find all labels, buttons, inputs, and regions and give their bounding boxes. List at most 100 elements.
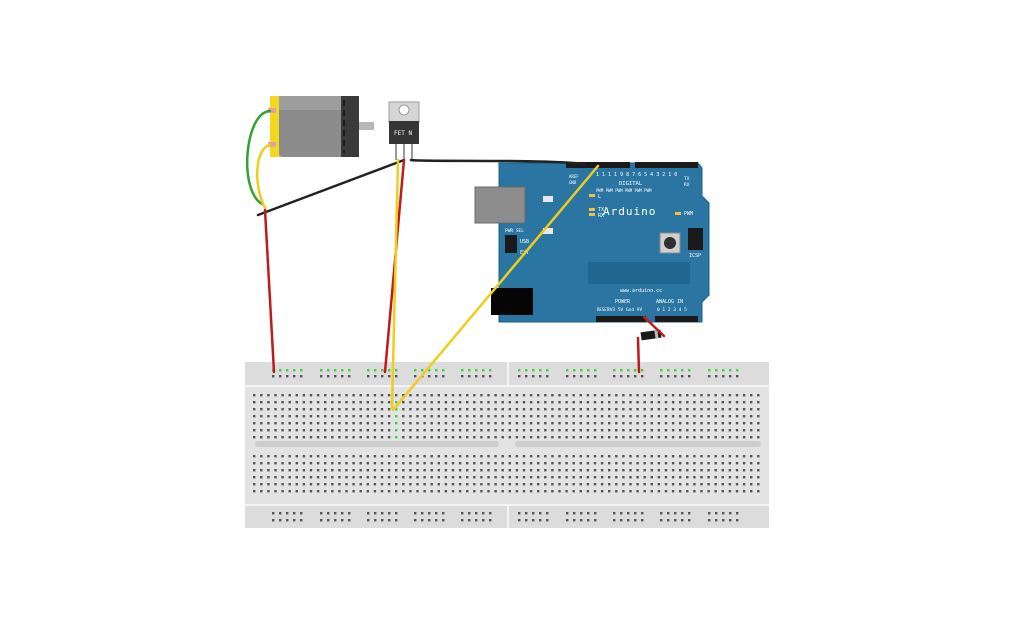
terminal-hole (565, 455, 568, 458)
terminal-hole (345, 415, 348, 418)
terminal-hole (253, 490, 256, 493)
rail-hole (674, 369, 677, 372)
terminal-hole (387, 462, 391, 465)
terminal-hole (593, 401, 597, 404)
terminal-hole (281, 476, 284, 479)
terminal-hole (537, 462, 540, 465)
terminal-hole (359, 394, 362, 397)
rail-hole (525, 512, 528, 515)
terminal-hole (593, 469, 597, 472)
terminal-hole (600, 429, 604, 432)
terminal-hole (366, 483, 369, 486)
led-rx-label: RX (598, 213, 604, 219)
wires (245, 109, 666, 412)
tx-pin-label: TX (684, 176, 690, 182)
terminal-hole (714, 476, 717, 479)
terminal-hole (572, 483, 575, 486)
terminal-hole (295, 483, 298, 486)
terminal-hole (395, 462, 398, 465)
terminal-hole (416, 408, 419, 411)
terminal-hole (316, 469, 320, 472)
terminal-hole (671, 483, 675, 486)
terminal-hole (551, 436, 554, 439)
terminal-hole (487, 394, 490, 397)
terminal-hole (707, 429, 710, 432)
terminal-hole (444, 415, 448, 418)
rail-hole (518, 369, 521, 372)
rail-hole (525, 369, 528, 372)
rail-hole (594, 369, 597, 372)
terminal-hole (466, 490, 469, 493)
terminal-hole (686, 469, 689, 472)
terminal-hole (750, 455, 753, 458)
terminal-hole (437, 401, 440, 404)
atmega-chip (588, 262, 690, 284)
rail-hole (587, 519, 590, 522)
rail-hole (461, 519, 464, 522)
rail-hole (627, 519, 630, 522)
terminal-hole (515, 462, 519, 465)
terminal-hole (366, 469, 369, 472)
rail-hole (573, 512, 576, 515)
terminal-hole (679, 469, 682, 472)
terminal-hole (281, 401, 284, 404)
terminal-hole (686, 401, 689, 404)
terminal-hole (345, 401, 348, 404)
terminal-hole (380, 401, 384, 404)
terminal-hole (565, 462, 568, 465)
terminal-hole (650, 462, 653, 465)
terminal-hole (338, 408, 341, 411)
rail-hole (641, 519, 644, 522)
terminal-hole (253, 401, 256, 404)
icsp-label: ICSP (689, 253, 701, 259)
rail-hole (320, 375, 323, 378)
terminal-hole (572, 462, 575, 465)
terminal-hole (586, 415, 590, 418)
terminal-hole (260, 490, 263, 493)
terminal-hole (558, 429, 561, 432)
rail-hole (620, 519, 623, 522)
rail-hole (620, 369, 623, 372)
terminal-hole (686, 415, 689, 418)
terminal-hole (636, 408, 639, 411)
terminal-hole (664, 422, 668, 425)
rail-hole (715, 512, 718, 515)
terminal-hole (586, 436, 590, 439)
pwm-led-label: PWM (684, 211, 693, 217)
terminal-hole (444, 394, 448, 397)
terminal-hole (707, 408, 710, 411)
terminal-hole (615, 408, 618, 411)
terminal-hole (586, 408, 590, 411)
terminal-hole (352, 436, 355, 439)
terminal-hole (487, 429, 490, 432)
terminal-hole (267, 490, 270, 493)
terminal-hole (579, 401, 582, 404)
rail-hole (327, 369, 330, 372)
terminal-hole (586, 483, 590, 486)
terminal-hole (629, 408, 632, 411)
terminal-hole (537, 455, 540, 458)
terminal-hole (359, 469, 362, 472)
analog-pins-label: 0 1 2 3 4 5 (657, 307, 687, 313)
terminal-hole (629, 490, 632, 493)
terminal-hole (593, 422, 597, 425)
rail-hole (468, 369, 471, 372)
terminal-hole (409, 483, 412, 486)
terminal-hole (600, 422, 604, 425)
terminal-hole (664, 401, 668, 404)
power-label: POWER (615, 299, 631, 305)
rail-hole (688, 512, 691, 515)
terminal-hole (579, 415, 582, 418)
terminal-hole (515, 401, 519, 404)
rail-hole (272, 519, 275, 522)
terminal-hole (565, 476, 568, 479)
rail-hole (708, 519, 711, 522)
terminal-hole (473, 429, 476, 432)
terminal-hole (267, 436, 270, 439)
terminal-hole (281, 455, 284, 458)
terminal-hole (629, 455, 632, 458)
terminal-hole (508, 469, 511, 472)
rail-hole (395, 512, 398, 515)
terminal-hole (430, 401, 433, 404)
rail-hole (320, 369, 323, 372)
